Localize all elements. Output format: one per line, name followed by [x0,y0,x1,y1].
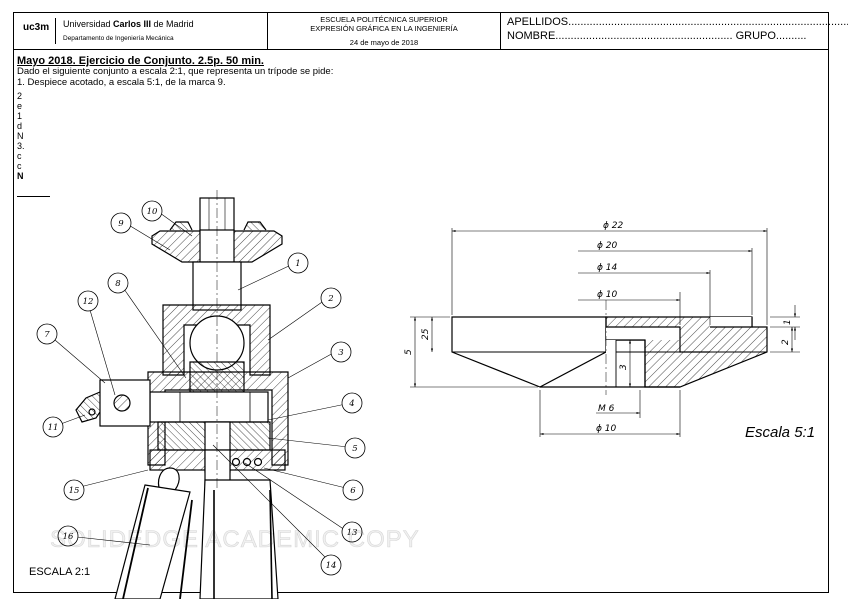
exercise-line-1: Dado el siguiente conjunto a escala 2:1,… [17,66,334,77]
svg-text:7: 7 [44,330,50,340]
knob-10 [169,221,193,231]
dim-1: 1 [783,319,793,325]
stack-char: 2 [17,91,23,101]
dim-d10-bottom: ϕ 10 [596,424,617,434]
balloon-4: 4 [341,392,363,414]
apellidos-field[interactable]: APELLIDOS...............................… [507,16,848,28]
leader-lines [54,212,351,561]
svg-text:13: 13 [347,528,358,538]
svg-text:10: 10 [147,207,158,217]
department-name: Departamento de Ingeniería Mecánica [63,35,174,42]
svg-text:3: 3 [338,348,343,358]
watermark: SOLIDEDGE ACADEMIC COPY [50,526,420,554]
stack-char: d [17,121,23,131]
exam-date: 24 de mayo de 2018 [349,38,419,47]
balloon-8: 8 [107,272,129,294]
balloon-16: 16 [57,525,79,547]
logo-separator [55,18,56,44]
leg-16 [114,484,191,599]
school-line-2: EXPRESIÓN GRÁFICA EN LA INGENIERÍA [310,24,458,33]
balloon-6: 6 [342,479,364,501]
university-logo: uc3m [23,22,50,33]
drawing-sheet-frame [13,12,829,593]
dim-2-5: 25 [421,328,431,340]
stack-char: e [17,101,23,111]
balloon-9: 9 [110,212,132,234]
svg-text:9: 9 [118,219,124,229]
school-line-1: ESCUELA POLITÉCNICA SUPERIOR [320,15,448,24]
balloon-1: 1 [287,252,309,274]
student-cell: APELLIDOS...............................… [501,12,848,50]
clamp-11 [75,391,101,423]
balloons: 1 2 3 4 5 6 7 8 9 10 11 12 13 14 15 16 [36,200,366,576]
svg-text:4: 4 [348,399,354,409]
dim-d10: ϕ 10 [597,290,618,300]
stack-char: 3. [17,141,25,151]
detail-part-9 [451,300,768,395]
stack-char: 1 [17,111,23,121]
dim-d14: ϕ 14 [597,263,618,273]
horizontal-rod [149,391,269,423]
exercise-title: Mayo 2018. Ejercicio de Conjunto. 2.5p. … [17,55,264,67]
balloon-10: 10 [141,200,163,222]
svg-text:16: 16 [63,532,74,542]
svg-text:5: 5 [352,444,357,454]
svg-text:11: 11 [48,423,59,433]
balloon-3: 3 [330,341,352,363]
svg-text:8: 8 [115,279,121,289]
stack-underline [17,196,50,197]
nombre-grupo-field[interactable]: NOMBRE..................................… [507,30,807,42]
balloon-12: 12 [77,290,99,312]
svg-text:1: 1 [295,259,300,269]
school-cell: ESCUELA POLITÉCNICA SUPERIOR EXPRESIÓN G… [268,12,501,50]
balloon-15: 15 [63,479,85,501]
dim-d20: ϕ 20 [597,241,618,251]
balloon-14: 14 [320,554,342,576]
stack-char: N [17,131,24,141]
svg-text:6: 6 [350,486,356,496]
svg-text:2: 2 [327,294,333,304]
dim-5: 5 [404,349,414,355]
balloon-7: 7 [36,323,58,345]
exercise-line-2: 1. Despiece acotado, a escala 5:1, de la… [17,76,226,88]
balloon-5: 5 [344,437,366,459]
svg-text:15: 15 [69,486,80,496]
stack-char-bold: N [17,171,24,181]
assembly-drawing [75,190,289,599]
balloon-2: 2 [320,287,342,309]
dim-3: 3 [619,364,629,370]
detail-dimensions [410,228,800,437]
detail-scale-label: Escala 5:1 [745,424,816,441]
dim-m6: M 6 [598,404,615,414]
pin-12 [113,394,131,412]
balloon-11: 11 [42,416,64,438]
exercise-statement: Mayo 2018. Ejercicio de Conjunto. 2.5p. … [17,55,417,88]
balloon-13: 13 [341,521,363,543]
detail-dimension-labels: ϕ 22 ϕ 20 ϕ 14 ϕ 10 M 6 ϕ 10 25 5 1 2 3 [404,221,793,434]
dim-2: 2 [781,339,791,345]
title-block: uc3m Universidad Carlos III de Madrid De… [13,12,848,50]
exercise-truncated-lines: 2 e 1 d N 3. c c N [17,91,25,181]
stack-char: c [17,151,22,161]
dim-d22: ϕ 22 [603,221,624,231]
svg-text:12: 12 [83,297,94,307]
stack-char: c [17,161,22,171]
svg-text:14: 14 [326,561,337,571]
university-name: Universidad Carlos III de Madrid [63,19,194,29]
assembly-scale-label: ESCALA 2:1 [29,566,91,578]
school-name: ESCUELA POLITÉCNICA SUPERIOR EXPRESIÓN G… [268,15,500,33]
university-cell: uc3m Universidad Carlos III de Madrid De… [13,12,268,50]
